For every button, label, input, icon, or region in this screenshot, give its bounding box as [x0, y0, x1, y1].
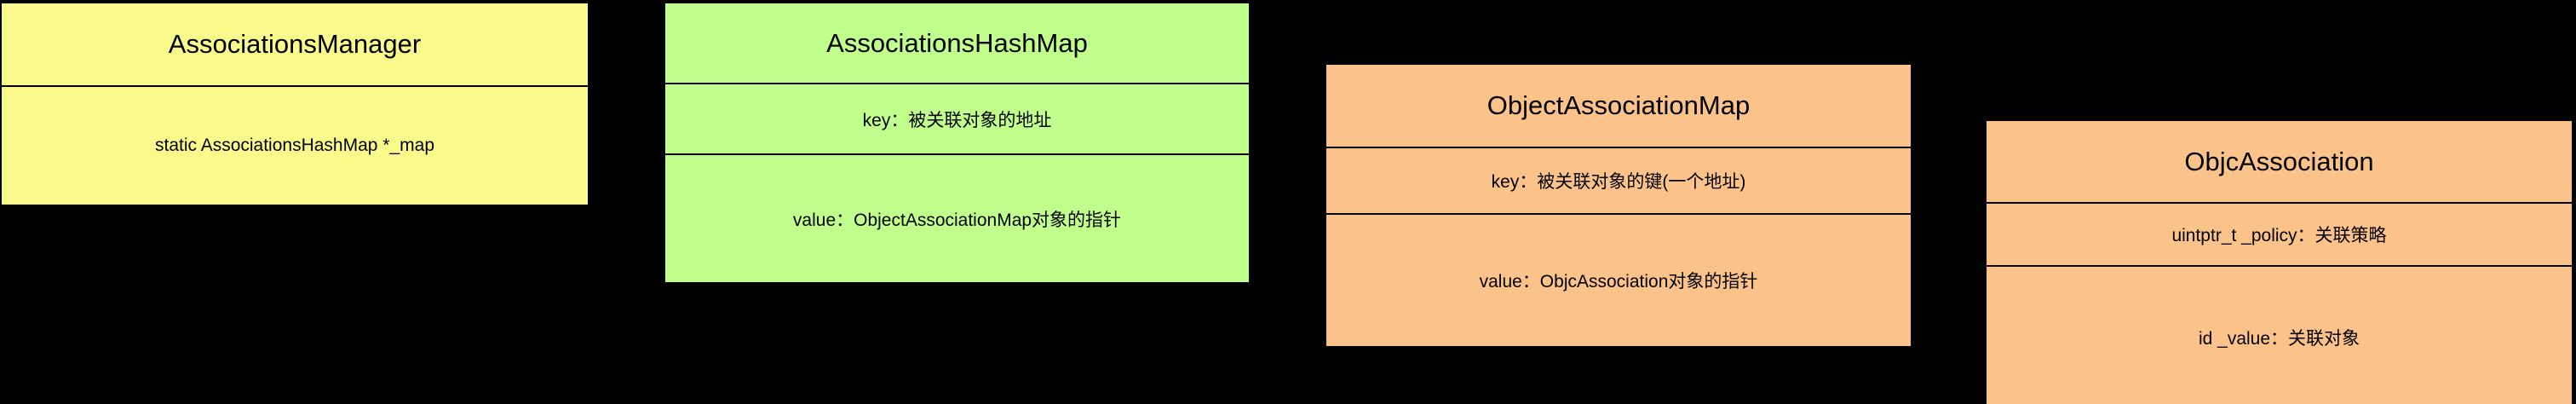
uml-class-objc-association[interactable]: ObjcAssociation uintptr_t _policy：关联策略 i…	[1985, 119, 2573, 404]
uml-class-associations-manager[interactable]: AssociationsManager static AssociationsH…	[0, 2, 589, 206]
class-title-associations-manager: AssociationsManager	[168, 29, 422, 59]
class-title-objc-association: ObjcAssociation	[2184, 146, 2374, 176]
class-attribute-hashmap-key: key：被关联对象的地址	[665, 83, 1249, 153]
class-attribute-objectmap-key: key：被关联对象的键(一个地址)	[1326, 147, 1911, 213]
class-title-object-association-map: ObjectAssociationMap	[1486, 90, 1751, 120]
uml-class-associations-hashmap[interactable]: AssociationsHashMap key：被关联对象的地址 value：O…	[664, 2, 1251, 284]
class-attribute-static-map: static AssociationsHashMap *_map	[2, 85, 588, 205]
class-attribute-hashmap-value: value：ObjectAssociationMap对象的指针	[665, 153, 1249, 282]
class-attribute-value: id _value：关联对象	[1987, 265, 2572, 404]
class-title-associations-hashmap: AssociationsHashMap	[826, 27, 1088, 58]
class-attribute-objectmap-value: value：ObjcAssociation对象的指针	[1326, 213, 1911, 346]
uml-class-object-association-map[interactable]: ObjectAssociationMap key：被关联对象的键(一个地址) v…	[1325, 63, 1912, 348]
class-attribute-policy: uintptr_t _policy：关联策略	[1987, 202, 2572, 265]
